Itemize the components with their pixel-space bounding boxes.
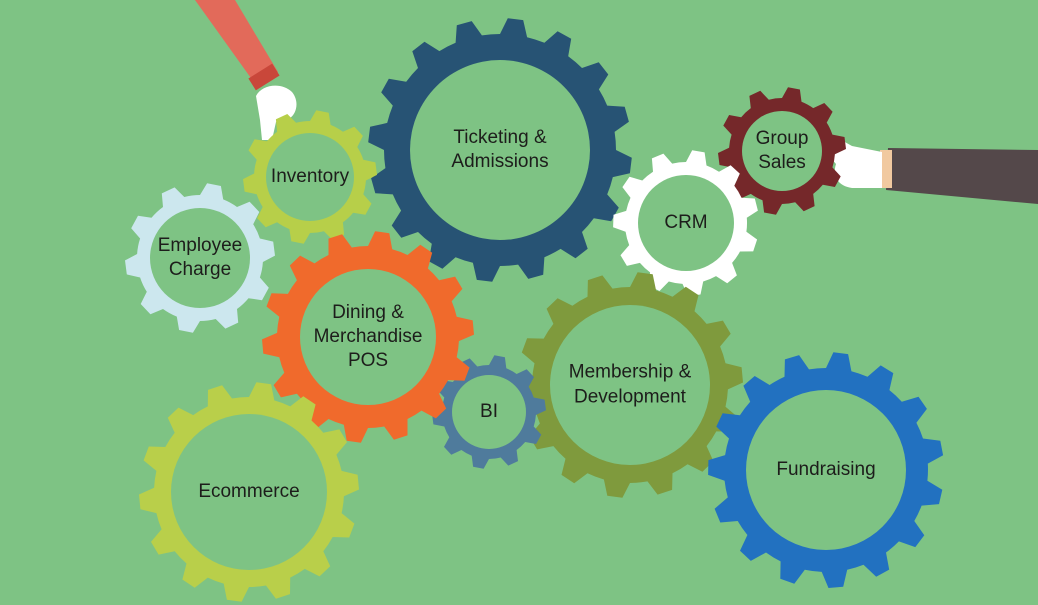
gear-group-sales-label: Group [756, 128, 809, 149]
gear-employee-charge-label: Charge [169, 259, 231, 280]
gear-fundraising: Fundraising [708, 352, 944, 588]
gear-inventory: Inventory [243, 110, 377, 244]
gears-layer: Ticketing & AdmissionsInventoryEmployeeCh… [125, 18, 944, 602]
gear-fundraising-hub [746, 390, 906, 550]
gear-ecommerce-hub [171, 414, 327, 570]
gear-bi-hub [452, 375, 526, 449]
gear-ecommerce-label: Ecommerce [198, 481, 299, 502]
gear-ticketing: Ticketing & Admissions [368, 18, 632, 282]
gear-membership-hub [550, 305, 710, 465]
gear-dining-label: Merchandise [314, 326, 423, 347]
gear-ticketing-label: Admissions [451, 151, 548, 172]
gear-group-sales-hub [742, 111, 822, 191]
gear-employee-charge-hub [150, 208, 250, 308]
left-hand-illustration [195, 0, 297, 140]
gear-fundraising-label: Fundraising [776, 459, 875, 480]
gear-crm-label: CRM [664, 212, 707, 233]
gear-ticketing-hub [410, 60, 590, 240]
gear-ticketing-label: Ticketing & [453, 127, 547, 148]
gear-bi-label: BI [480, 401, 498, 422]
gear-inventory-label: Inventory [271, 166, 350, 187]
gear-employee-charge-label: Employee [158, 235, 243, 256]
gear-ecommerce: Ecommerce [139, 382, 359, 602]
gear-dining-label: Dining & [332, 302, 404, 323]
gear-crm-hub [638, 175, 734, 271]
gear-membership-label: Membership & [569, 362, 692, 383]
gear-group-sales-label: Sales [758, 152, 806, 173]
gear-inventory-hub [266, 133, 354, 221]
gear-bi: BI [432, 355, 546, 469]
gear-membership: Membership & Development [517, 272, 743, 498]
gear-crm: CRM [613, 150, 758, 296]
gear-dining-label: POS [348, 350, 388, 371]
right-hand-illustration [826, 136, 1038, 204]
gear-membership-label: Development [574, 387, 687, 408]
gear-dining-hub [300, 269, 436, 405]
